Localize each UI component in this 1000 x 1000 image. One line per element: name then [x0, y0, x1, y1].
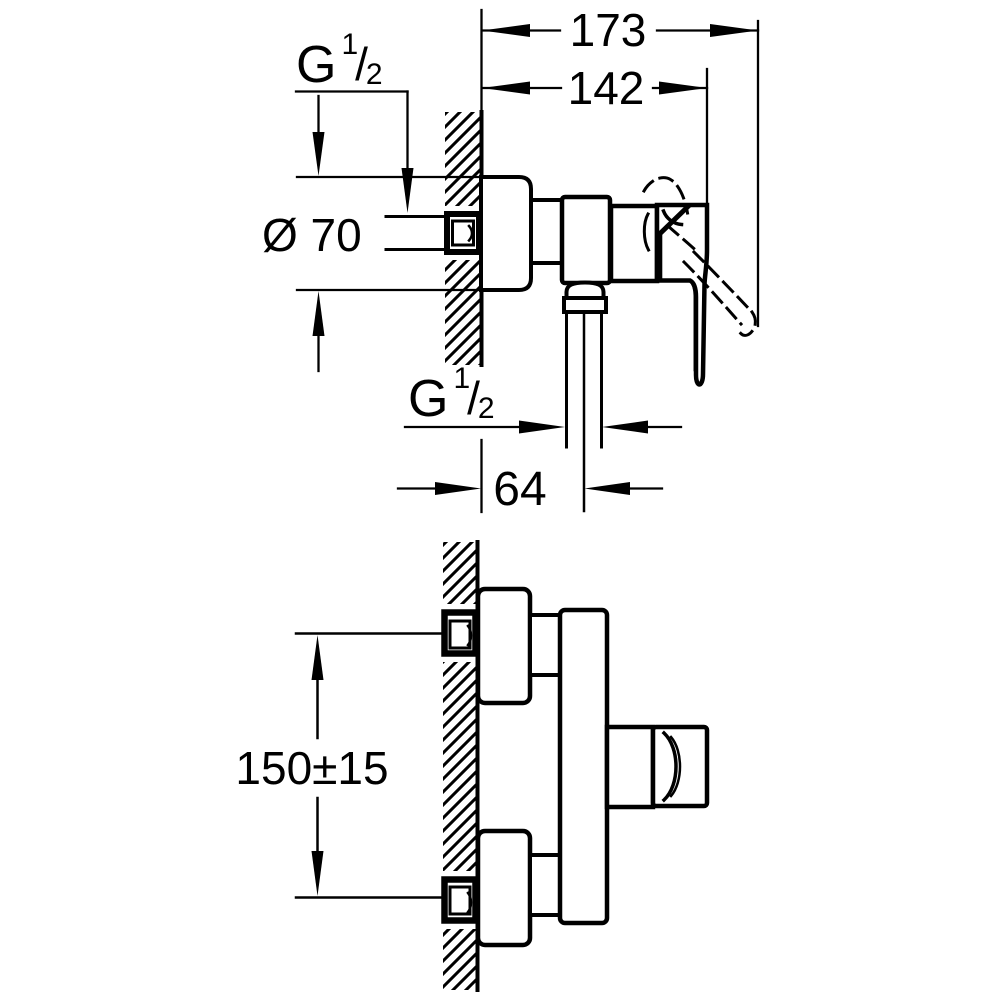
outlet-nut: [562, 296, 608, 314]
dim-173-arrow-left: [482, 24, 530, 37]
thread-outlet-numerator: 1: [453, 362, 470, 395]
thread-inlet-leader-arrow: [401, 168, 414, 213]
union-neck-side-view: [529, 198, 564, 265]
escutcheon-bottom-front-view: [475, 828, 533, 948]
thread-outlet-arrow-right: [602, 420, 648, 434]
dashed-lever-edge-2: [681, 259, 744, 327]
thread-outlet-letter: G: [408, 370, 448, 428]
union-neck-bottom-front-view: [528, 853, 562, 917]
dimension-dia-70: Ø 70: [262, 94, 483, 373]
dim-173-arrow-right: [710, 24, 758, 37]
dimension-150-15: 150±15: [235, 632, 448, 899]
dim-142-arrow-left: [482, 81, 530, 95]
wall-union-inner-side-view: [451, 219, 475, 247]
dim-64-arrow-left: [435, 482, 481, 495]
dim-150-label: 150±15: [235, 742, 388, 794]
union-neck-top-front-view: [528, 613, 562, 677]
dimension-64: 64: [396, 463, 664, 516]
dia-70-arrow-bottom: [312, 291, 325, 336]
thread-inlet-letter: G: [296, 36, 336, 94]
dim-142-arrow-right: [659, 81, 707, 95]
thread-outlet-arrow-left: [519, 420, 565, 434]
mixer-body-side-view: [559, 194, 613, 286]
dim-142-label: 142: [568, 62, 645, 114]
lever-stem-front-view: [604, 724, 656, 810]
dim-64-label: 64: [493, 463, 546, 516]
escutcheon-top-front-view: [475, 586, 533, 706]
lever-pivot-arc: [661, 208, 684, 227]
thread-outlet-slash: /: [467, 372, 480, 424]
lever-end-arc-inner: [669, 735, 682, 798]
dim-64-arrow-right: [584, 482, 630, 495]
wall-union-ball-detail-bottom: [466, 891, 473, 914]
lever-handle-open-position-dashed: [641, 176, 757, 337]
mixer-body-front-view: [557, 607, 610, 926]
wall-union-ball-detail: [467, 224, 474, 243]
dashed-lever-top-arc: [641, 176, 690, 215]
front-view: 150±15: [235, 540, 710, 992]
dim-173-label: 173: [570, 4, 647, 56]
thread-inlet-denominator: 2: [366, 58, 383, 91]
lever-end-arc-outer: [661, 730, 678, 803]
thread-inlet-numerator: 1: [341, 28, 358, 61]
dia-70-label: Ø 70: [262, 209, 362, 261]
cartridge-housing-side-view: [608, 203, 660, 284]
thread-outlet-denominator: 2: [478, 392, 495, 425]
wall-union-inner-bottom-front-view: [448, 885, 472, 916]
outlet-shoulder: [564, 280, 606, 300]
wall-union-ball-detail-top: [466, 624, 473, 647]
dimension-173: 173: [480, 4, 760, 328]
escutcheon-side-view: [479, 175, 533, 292]
lever-blade-inner-line: [688, 279, 697, 372]
dim-150-arrow-top: [311, 635, 324, 680]
dimension-142: 142: [480, 62, 709, 207]
dashed-lever-edge-1: [691, 249, 755, 315]
housing-detail-arc: [642, 211, 651, 253]
dia-70-arrow-top: [312, 132, 325, 176]
dashed-lever-mid-curve: [665, 223, 700, 254]
dashed-lever-tip-hook: [737, 309, 757, 337]
thread-inlet-slash: /: [355, 38, 368, 90]
dim-150-arrow-bottom: [311, 851, 324, 896]
wall-union-inner-top-front-view: [448, 619, 472, 650]
